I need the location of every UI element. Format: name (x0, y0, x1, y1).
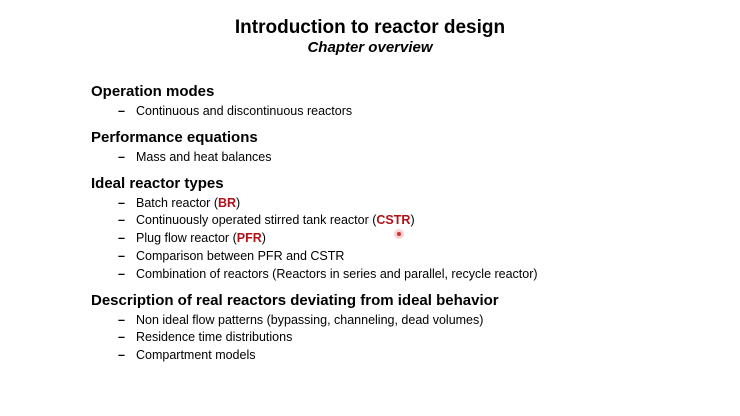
dash-bullet: – (118, 213, 125, 228)
slide-title: Introduction to reactor design (234, 17, 506, 38)
section-performance-equations: Performance equations – Mass and heat ba… (91, 129, 711, 167)
list-item: – Compartment models (91, 347, 711, 365)
list-item-text-post: ) (410, 213, 415, 228)
dash-bullet: – (118, 330, 125, 345)
section-heading: Performance equations (91, 128, 258, 146)
slide-content: Operation modes – Continuous and discont… (91, 83, 711, 373)
bullet-list: – Continuous and discontinuous reactors (91, 103, 711, 121)
list-item: – Combination of reactors (Reactors in s… (91, 266, 711, 284)
list-item-text: Compartment models (136, 348, 256, 363)
section-ideal-reactor-types: Ideal reactor types – Batch reactor (BR)… (91, 175, 711, 284)
list-item-text: Mass and heat balances (136, 149, 272, 164)
dash-bullet: – (118, 195, 125, 210)
dash-bullet: – (118, 348, 125, 363)
section-heading: Ideal reactor types (91, 174, 224, 192)
list-item: – Mass and heat balances (91, 149, 711, 167)
list-item-text: Non ideal flow patterns (bypassing, chan… (136, 312, 484, 327)
dash-bullet: – (118, 266, 125, 281)
abbreviation-highlight: PFR (236, 231, 262, 246)
slide-subtitle: Chapter overview (307, 39, 433, 56)
dash-bullet: – (118, 231, 125, 246)
section-heading: Description of real reactors deviating f… (91, 291, 499, 309)
list-item-text-post: ) (261, 231, 266, 246)
list-item: – Non ideal flow patterns (bypassing, ch… (91, 312, 711, 330)
dash-bullet: – (118, 149, 125, 164)
list-item-text-post: ) (236, 195, 241, 210)
dash-bullet: – (118, 104, 125, 118)
dash-bullet: – (118, 248, 125, 263)
list-item: – Continuously operated stirred tank rea… (91, 212, 711, 230)
laser-pointer-icon (394, 229, 404, 239)
section-heading: Operation modes (91, 83, 215, 100)
section-real-reactors: Description of real reactors deviating f… (91, 292, 711, 365)
list-item-text-pre: Plug flow reactor ( (136, 231, 237, 246)
list-item-text: Continuous and discontinuous reactors (136, 104, 353, 118)
list-item-text: Comparison between PFR and CSTR (136, 248, 345, 263)
abbreviation-highlight: CSTR (376, 213, 411, 228)
list-item: – Comparison between PFR and CSTR (91, 248, 711, 266)
list-item-text: Combination of reactors (Reactors in ser… (136, 266, 538, 281)
bullet-list: – Mass and heat balances (91, 149, 711, 167)
list-item-text-pre: Batch reactor ( (136, 195, 218, 210)
list-item: – Plug flow reactor (PFR) (91, 230, 711, 248)
bullet-list: – Batch reactor (BR) – Continuously oper… (91, 195, 711, 284)
bullet-list: – Non ideal flow patterns (bypassing, ch… (91, 312, 711, 365)
section-operation-modes: Operation modes – Continuous and discont… (91, 83, 711, 121)
list-item: – Continuous and discontinuous reactors (91, 103, 711, 121)
list-item-text: Residence time distributions (136, 330, 293, 345)
list-item: – Residence time distributions (91, 329, 711, 347)
dash-bullet: – (118, 312, 125, 327)
list-item: – Batch reactor (BR) (91, 195, 711, 213)
abbreviation-highlight: BR (217, 195, 237, 210)
list-item-text-pre: Continuously operated stirred tank react… (136, 213, 377, 228)
